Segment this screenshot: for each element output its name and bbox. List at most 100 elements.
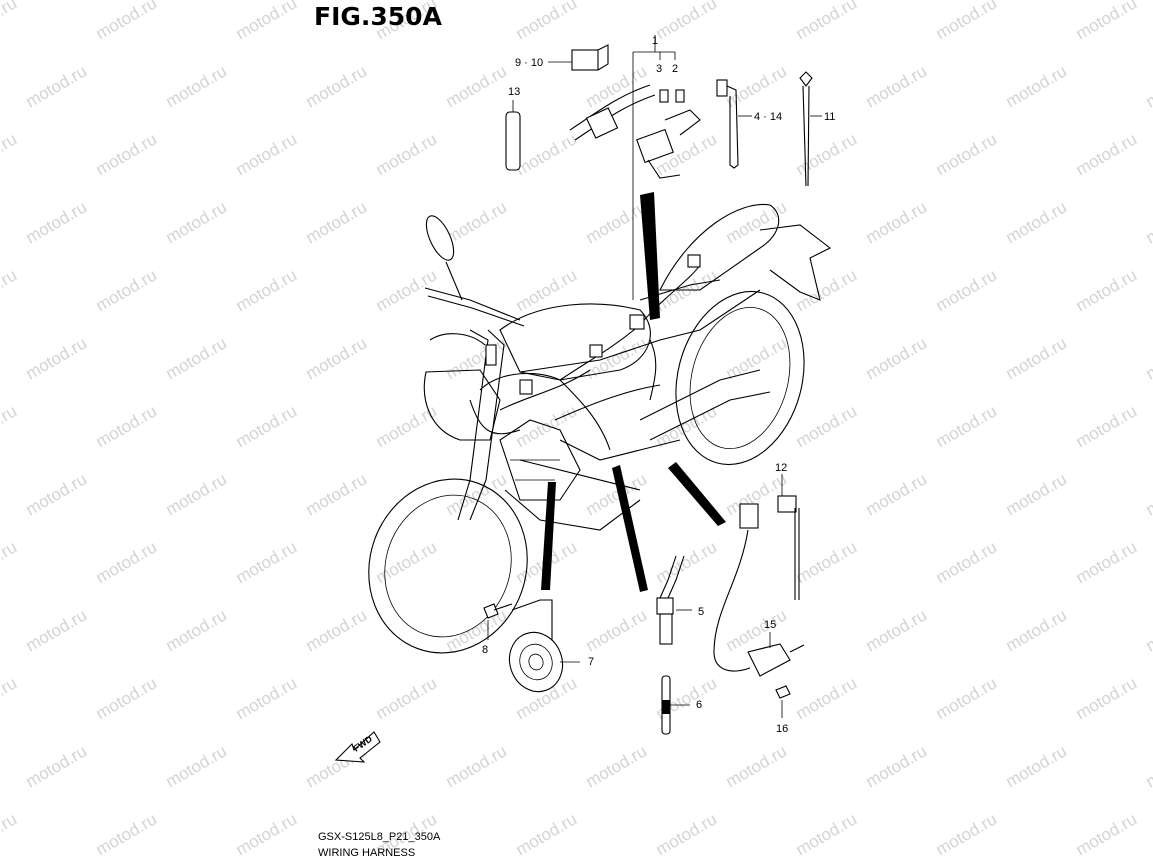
watermark-text: motod.ru [1143, 605, 1153, 655]
watermark-text: motod.ru [793, 265, 861, 315]
watermark-text: motod.ru [1003, 333, 1071, 383]
watermark-text: motod.ru [863, 469, 931, 519]
watermark-text: motod.ru [933, 673, 1001, 723]
watermark-text: motod.ru [23, 605, 91, 655]
watermark-text: motod.ru [793, 401, 861, 451]
watermark-text: motod.ru [233, 537, 301, 587]
watermark-text: motod.ru [93, 129, 161, 179]
watermark-text: motod.ru [933, 401, 1001, 451]
watermark-text: motod.ru [93, 265, 161, 315]
watermark-text: motod.ru [303, 469, 371, 519]
watermark-text: motod.ru [933, 809, 1001, 859]
fwd-arrow-icon: FWD [334, 731, 381, 763]
callout-11: 11 [824, 111, 835, 123]
watermark-text: motod.ru [93, 673, 161, 723]
watermark-text: motod.ru [373, 401, 441, 451]
watermark-text: motod.ru [1003, 61, 1071, 111]
callout-16: 16 [776, 723, 788, 735]
harness-wiring [469, 254, 701, 451]
watermark-text: motod.ru [1073, 537, 1141, 587]
watermark-text: motod.ru [23, 61, 91, 111]
watermark-text: motod.ru [303, 605, 371, 655]
watermark-text: motod.ru [443, 605, 511, 655]
callout-4-14: 4 · 14 [754, 111, 782, 123]
part-11-cable-tie [799, 71, 822, 187]
watermark-text: motod.ru [1073, 401, 1141, 451]
watermark-text: motod.ru [793, 0, 861, 43]
watermark-text: motod.ru [373, 537, 441, 587]
callout-8: 8 [482, 644, 488, 656]
watermark-text: motod.ru [583, 741, 651, 791]
watermark-text: motod.ru [1073, 0, 1141, 43]
callout-labels: 1 2 3 9 · 10 13 4 · 14 11 12 5 15 7 8 6 … [482, 35, 835, 735]
watermark-text: motod.ru [373, 129, 441, 179]
figure-title: FIG.350A [314, 2, 442, 31]
watermark-text: motod.ru [863, 741, 931, 791]
motorcycle-outline [368, 203, 832, 654]
callout-7: 7 [588, 656, 594, 668]
watermark-text: motod.ru [93, 809, 161, 859]
part-5-sensor [656, 555, 692, 645]
callout-1: 1 [652, 35, 658, 47]
watermark-text: motod.ru [653, 537, 721, 587]
watermark-text: motod.ru [513, 0, 581, 43]
watermark-text: motod.ru [793, 129, 861, 179]
watermark-text: motod.ru [443, 197, 511, 247]
watermark-text: motod.ru [0, 129, 20, 179]
watermark-text: motod.ru [933, 537, 1001, 587]
watermark-text: motod.ru [93, 537, 161, 587]
watermark-text: motod.ru [793, 809, 861, 859]
watermark-text: motod.ru [233, 673, 301, 723]
part-4-14-band [716, 79, 752, 169]
watermark-text: motod.ru [863, 197, 931, 247]
part-1-harness-connectors [569, 35, 701, 300]
watermark-text: motod.ru [0, 673, 20, 723]
watermark-text: motod.ru [23, 741, 91, 791]
part-9-10-relay [548, 44, 609, 71]
watermark-text: motod.ru [1073, 265, 1141, 315]
watermark-text: motod.ru [163, 605, 231, 655]
watermark-text: motod.ru [303, 197, 371, 247]
figure-name: WIRING HARNESS [318, 847, 416, 859]
watermark-text: motod.ru [583, 197, 651, 247]
watermark-text: motod.ru [233, 129, 301, 179]
watermark-text: motod.ru [303, 333, 371, 383]
part-12-cable-clip [777, 474, 800, 600]
watermark-text: motod.ru [723, 741, 791, 791]
watermark-text: motod.ru [23, 197, 91, 247]
part-8-bolt [483, 603, 513, 640]
watermark-text: motod.ru [1073, 673, 1141, 723]
watermark-text: motod.ru [583, 605, 651, 655]
watermark-text: motod.ru [303, 61, 371, 111]
watermark-text: motod.ru [93, 401, 161, 451]
watermark-text: motod.ru [0, 537, 20, 587]
watermark-text: motod.ru [513, 401, 581, 451]
watermark-text: motod.ru [0, 0, 20, 43]
watermark-text: motod.ru [863, 61, 931, 111]
part-6-cover [661, 675, 690, 735]
watermark-text: motod.ru [863, 333, 931, 383]
part-15-sensor [713, 503, 805, 718]
watermark-text: motod.ru [443, 741, 511, 791]
watermark-text: motod.ru [933, 265, 1001, 315]
watermark-text: motod.ru [1003, 605, 1071, 655]
watermark-text: motod.ru [373, 673, 441, 723]
watermark-text: motod.ru [233, 401, 301, 451]
part-13-clamp [505, 100, 521, 171]
watermark-text: motod.ru [163, 469, 231, 519]
watermark-text: motod.ru [1143, 61, 1153, 111]
watermark-text: motod.ru [653, 809, 721, 859]
callout-2: 2 [672, 63, 678, 75]
watermark-text: motod.ru [0, 401, 20, 451]
callout-9-10: 9 · 10 [515, 57, 543, 69]
watermark-text: motod.ru [1143, 741, 1153, 791]
watermark-text: motod.ru [1143, 469, 1153, 519]
part-7-horn [508, 599, 580, 693]
watermark-text: motod.ru [1143, 333, 1153, 383]
watermark-text: motod.ru [233, 265, 301, 315]
watermark-text: motod.ru [933, 0, 1001, 43]
watermark-text: motod.ru [513, 265, 581, 315]
watermark-text: motod.ru [933, 129, 1001, 179]
